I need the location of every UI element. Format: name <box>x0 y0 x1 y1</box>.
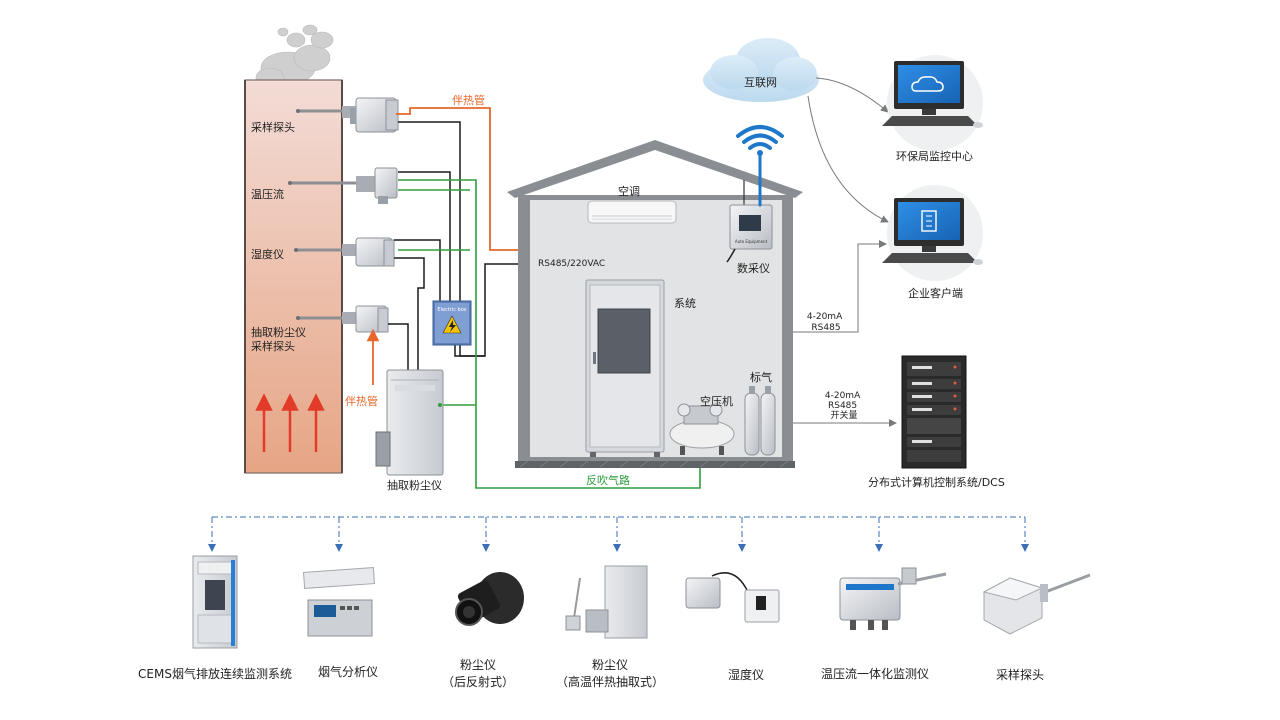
client-label: 企业客户端 <box>908 286 963 300</box>
product-label-dust-back: 粉尘仪（后反射式） <box>442 658 514 689</box>
heat-pipe-label-bottom: 伴热管 <box>345 394 378 408</box>
product-dust-backscatter <box>455 572 524 626</box>
daq-plate: Auto Equipment <box>735 239 768 244</box>
product-sampling-probe <box>982 573 1091 635</box>
link-to-client <box>793 240 887 333</box>
ac-label: 空调 <box>618 184 640 198</box>
signal-cables <box>388 121 628 370</box>
dust-sampling-probe-head <box>342 305 389 333</box>
flue-gas-flow-arrows <box>255 393 325 452</box>
client-computer-icon <box>882 185 983 281</box>
air-conditioner <box>587 200 677 224</box>
electric-junction-box: Electric box <box>432 300 472 346</box>
tpf-sensor-head <box>356 167 398 204</box>
internet-links <box>807 77 889 223</box>
product-label-humidity: 湿度仪 <box>728 667 764 682</box>
product-label-probe: 采样探头 <box>996 667 1044 682</box>
computer-icon <box>882 55 983 151</box>
server-rack-icon <box>901 355 967 469</box>
product-label-analyzer: 烟气分析仪 <box>318 664 378 679</box>
link-dcs-text: 4-20mA RS485 开关量 <box>825 391 863 421</box>
data-acquisition-unit: Auto Equipment <box>726 180 773 263</box>
smoke-icon <box>255 24 334 89</box>
cloud-icon <box>703 38 819 102</box>
junction-box-label: Electric box <box>437 307 466 313</box>
lightning-warning-icon <box>442 315 462 334</box>
internet-label: 互联网 <box>744 76 777 89</box>
product-bus <box>208 516 1029 552</box>
chimney <box>244 79 343 474</box>
link-client-text: 4-20mA RS485 <box>807 312 845 333</box>
probe-label-sampling: 采样探头 <box>251 120 295 134</box>
probe-label-humidity: 湿度仪 <box>251 247 284 261</box>
product-humidity-meter <box>685 572 780 623</box>
dcs-label: 分布式计算机控制系统/DCS <box>868 475 1005 489</box>
system-label: 系统 <box>674 297 696 310</box>
probe-label-dust-sampling: 抽取粉尘仪采样探头 <box>251 325 306 353</box>
gas-label: 标气 <box>750 370 772 384</box>
probe-label-tpf: 温压流 <box>251 187 284 201</box>
backflush-label: 反吹气路 <box>586 473 630 487</box>
product-gas-analyzer <box>302 567 376 637</box>
product-label-dust-heat: 粉尘仪（高温伴热抽取式） <box>556 658 664 689</box>
bus-label: RS485/220VAC <box>538 259 605 269</box>
air-compressor <box>669 403 735 455</box>
compressor-label: 空压机 <box>700 394 733 408</box>
product-cems-cabinet <box>192 555 238 649</box>
system-cabinet <box>585 279 665 457</box>
calibration-gas-cylinders <box>744 386 776 456</box>
product-tpf-integrated <box>839 567 947 630</box>
dust-extractor-label: 抽取粉尘仪 <box>387 478 442 492</box>
dust-extractor-cabinet <box>375 369 444 476</box>
product-dust-heated-extraction <box>565 565 648 639</box>
product-label-tpf: 温压流一体化监测仪 <box>821 667 929 681</box>
product-label-cems: CEMS烟气排放连续监测系统 <box>138 666 292 681</box>
wifi-icon <box>736 125 784 207</box>
heat-pipe-label-top: 伴热管 <box>452 93 485 107</box>
humidity-sensor-head <box>342 237 395 267</box>
sampling-probe-head <box>342 97 399 133</box>
daq-label: 数采仪 <box>737 262 770 275</box>
epa-label: 环保局监控中心 <box>896 149 973 163</box>
